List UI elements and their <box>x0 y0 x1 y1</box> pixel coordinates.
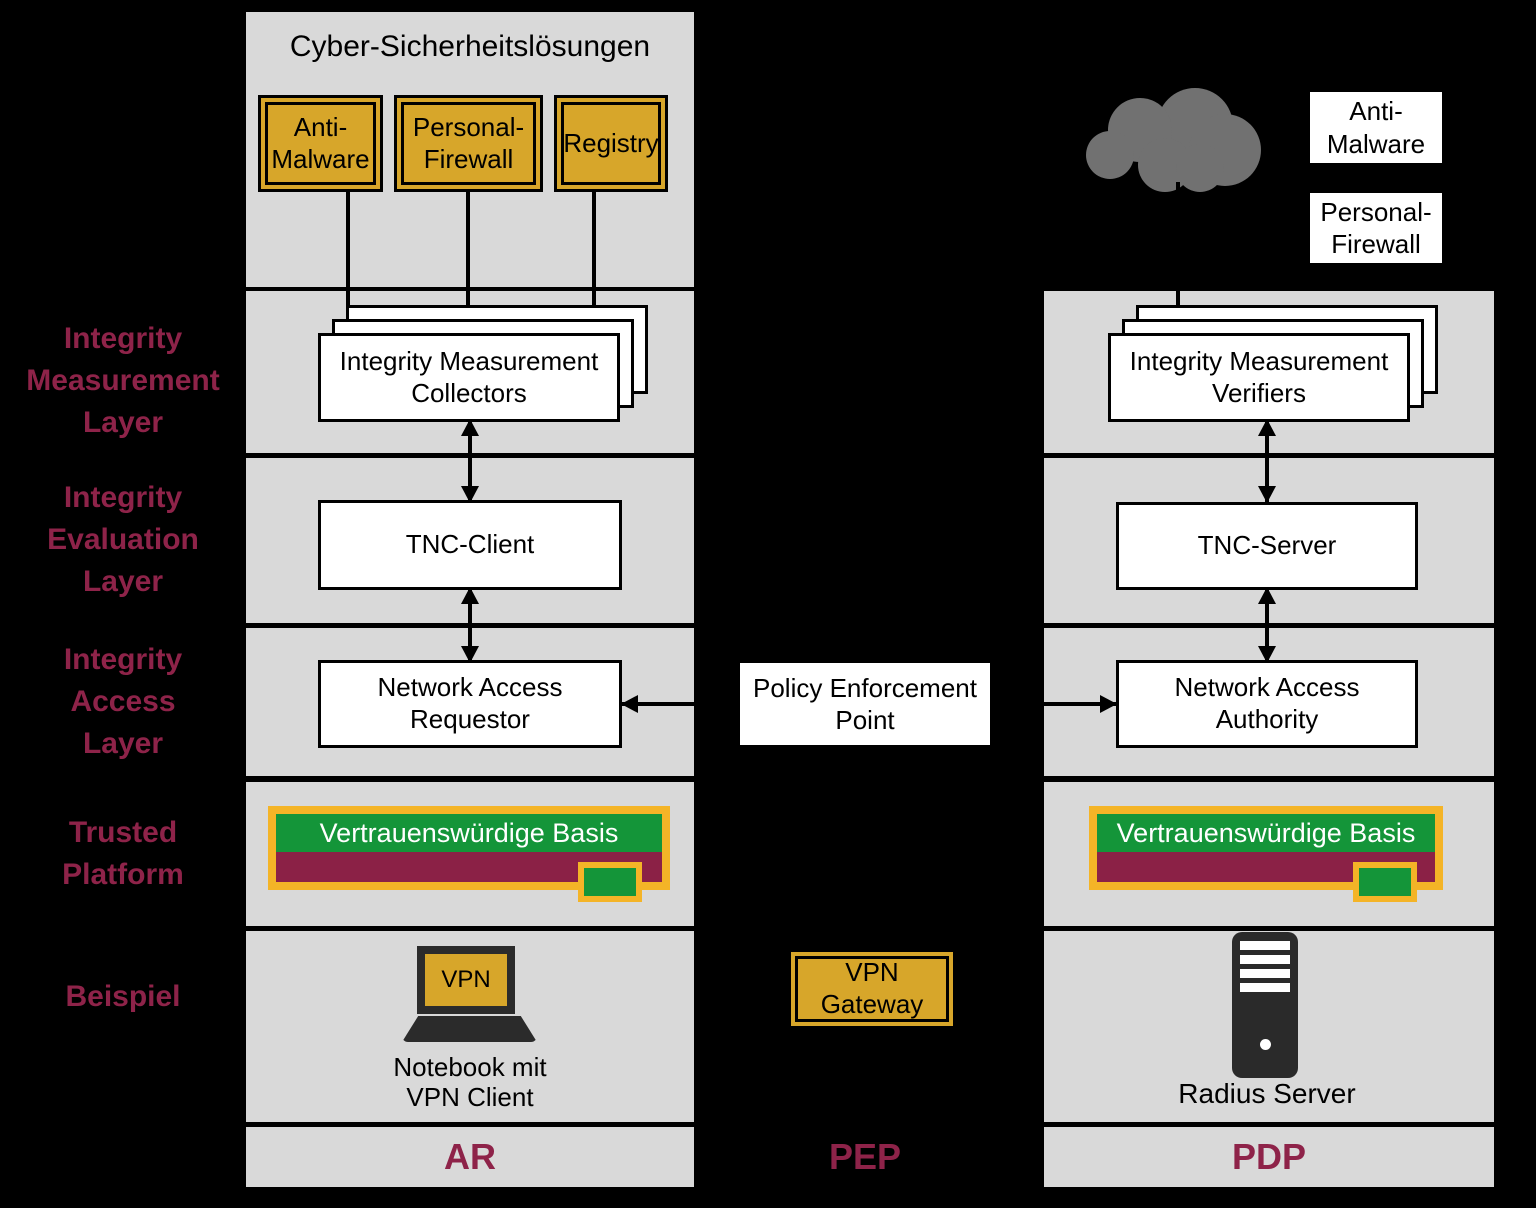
label-line: Point <box>835 705 895 735</box>
label-line: Gateway <box>820 989 924 1019</box>
pdp-tpm-chip-icon <box>1353 862 1417 902</box>
pdp-trusted-base-label: Vertrauenswürdige Basis <box>1097 814 1435 852</box>
label-line: Integrity Measurement <box>339 345 599 376</box>
label-line: Evaluation <box>47 523 199 556</box>
ar-tpm-chip-icon <box>578 862 642 902</box>
ar-example-caption: Notebook mit VPN Client <box>318 1052 622 1112</box>
pdp-footer-label: PDP <box>1231 1136 1307 1177</box>
arrow-tnc-client-nar <box>461 587 479 663</box>
anti-malware-label: Anti-Malware <box>265 102 376 185</box>
panel-pdp-footer: PDP <box>1044 1127 1494 1187</box>
arrow-tnc-server-naa <box>1258 587 1276 663</box>
registry-label: Registry <box>561 102 661 185</box>
label-line: Layer <box>82 565 164 598</box>
arrow-pep-to-naa <box>993 695 1117 713</box>
label-line: Layer <box>82 406 164 439</box>
label-line: Network Access <box>377 672 563 703</box>
label-line: Personal- <box>1320 196 1432 227</box>
label-trusted-platform: Trusted Platform <box>0 812 246 896</box>
pdp-personal-firewall-box: Personal-Firewall <box>1310 193 1442 263</box>
label-line: TNC-Client <box>405 529 535 560</box>
label-line: Integrity <box>63 481 183 514</box>
label-beispiel: Beispiel <box>0 976 246 1018</box>
laptop-screen-label: VPN <box>441 966 491 993</box>
label-line: Firewall <box>1331 229 1421 259</box>
label-line: Integrity <box>63 322 183 355</box>
label-line: Measurement <box>26 364 220 397</box>
caption-line: Radius Server <box>1178 1078 1356 1109</box>
label-line: Layer <box>82 727 164 760</box>
label-line: Anti- <box>293 111 348 142</box>
label-line: Anti- <box>1349 96 1403 126</box>
tnc-client-box: TNC-Client <box>318 500 622 590</box>
label-line: Requestor <box>410 704 530 734</box>
laptop-screen: VPN <box>425 954 507 1006</box>
label-line: Network Access <box>1174 672 1360 703</box>
cloud-icon <box>1086 88 1263 192</box>
ar-trusted-base-box: Vertrauenswürdige Basis <box>268 806 670 890</box>
pdp-trusted-base-box: Vertrauenswürdige Basis <box>1089 806 1443 890</box>
label-line: Trusted <box>68 816 178 849</box>
chip-fill <box>1359 868 1411 896</box>
label-line: VPN <box>845 957 899 988</box>
label-line: Malware <box>1326 128 1426 159</box>
label-line: Beispiel <box>65 980 181 1013</box>
cyber-solutions-title: Cyber-Sicherheitslösungen <box>289 30 651 63</box>
laptop-base <box>402 1016 537 1042</box>
label-integrity-access-layer: Integrity Access Layer <box>0 639 246 765</box>
label-line: Policy Enforcement <box>753 672 977 703</box>
tnc-server-box: TNC-Server <box>1116 502 1418 590</box>
label-line: Registry <box>563 127 659 158</box>
arrow-pep-to-nar <box>621 695 737 713</box>
arrow-imv-tnc-server <box>1258 419 1276 503</box>
label-line: Integrity <box>63 643 183 676</box>
caption-line: VPN Client <box>406 1082 534 1112</box>
personal-firewall-box: Personal-Firewall <box>394 95 543 192</box>
label-line: Authority <box>1215 704 1319 734</box>
ar-footer-label: AR <box>444 1136 496 1177</box>
label-line: Integrity Measurement <box>1129 345 1389 376</box>
caption-line: Notebook mit <box>393 1052 547 1082</box>
pep-footer-label: PEP <box>828 1136 902 1177</box>
connector-cloud-imv <box>1176 182 1180 350</box>
connector-personal-firewall <box>466 192 470 350</box>
label-integrity-evaluation-layer: Integrity Evaluation Layer <box>0 477 246 603</box>
arrow-imc-tnc-client <box>461 419 479 503</box>
label-line: TNC-Server <box>1197 530 1337 561</box>
anti-malware-box: Anti-Malware <box>258 95 383 192</box>
pdp-example-caption: Radius Server <box>1116 1079 1418 1109</box>
label-line: Access <box>70 685 176 718</box>
personal-firewall-label: Personal-Firewall <box>401 102 536 185</box>
label-line: Collectors <box>411 377 527 408</box>
connector-registry <box>592 192 596 350</box>
label-line: Personal- <box>412 111 525 142</box>
ar-trusted-base-label: Vertrauenswürdige Basis <box>276 814 662 852</box>
server-icon <box>1232 932 1298 1078</box>
registry-box: Registry <box>554 95 668 192</box>
label-line: Verifiers <box>1212 377 1306 408</box>
label-integrity-measurement-layer: Integrity Measurement Layer <box>0 318 246 444</box>
chip-fill <box>584 868 636 896</box>
label-line: Malware <box>271 143 370 174</box>
connector-anti-malware <box>346 192 350 350</box>
panel-ar-footer: AR <box>246 1127 694 1187</box>
pdp-anti-malware-box: Anti-Malware <box>1310 92 1442 163</box>
label-line: Firewall <box>423 143 514 174</box>
laptop-icon: VPN <box>417 946 515 1014</box>
label-line: Platform <box>62 858 184 891</box>
